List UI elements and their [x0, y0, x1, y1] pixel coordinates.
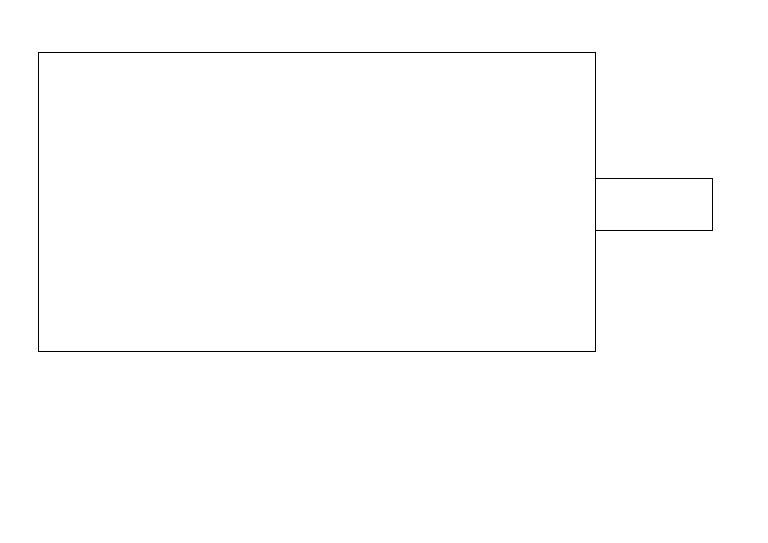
side-tab[interactable] — [595, 178, 713, 231]
main-panel — [38, 52, 596, 352]
